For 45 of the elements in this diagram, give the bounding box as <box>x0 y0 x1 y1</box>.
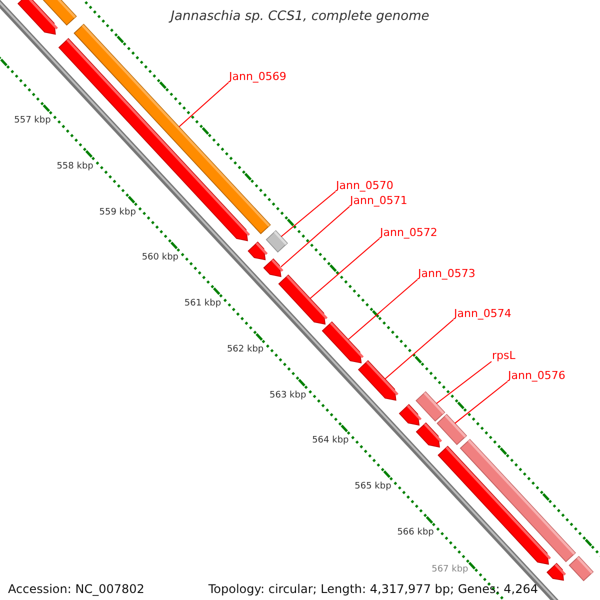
gene-label: Jann_0569 <box>229 70 286 83</box>
gene-feature <box>416 422 442 448</box>
leader-line <box>384 319 454 380</box>
leader-line <box>178 82 229 128</box>
gene-feature <box>248 242 268 260</box>
gene-feature <box>546 562 566 581</box>
gene-label: Jann_0571 <box>350 194 408 207</box>
scale-label: 559 kbp <box>99 207 136 218</box>
scale-label: 560 kbp <box>142 252 179 264</box>
gene-feature <box>568 556 594 582</box>
leader-line <box>436 361 492 404</box>
gene-label: Jann_0574 <box>454 307 512 320</box>
scale-label: 561 kbp <box>184 298 222 310</box>
leader-line <box>454 381 508 424</box>
gene-feature <box>278 274 328 325</box>
gene-label: rpsL <box>492 349 516 362</box>
scale-label: 566 kbp <box>397 527 434 538</box>
accession-text: Accession: NC_007802 <box>8 582 144 597</box>
scale-label: 558 kbp <box>56 161 94 172</box>
gene-label: Jann_0572 <box>380 226 438 239</box>
leader-line <box>280 206 350 268</box>
genome-summary-text: Topology: circular; Length: 4,317,977 bp; Genes: 4,264 <box>208 582 538 597</box>
gene-feature <box>398 404 422 426</box>
scale-label: 567 kbp <box>432 564 468 576</box>
gene-feature <box>322 321 364 364</box>
gene-feature <box>460 438 576 562</box>
gene-feature <box>266 230 288 253</box>
scale-label: 557 kbp <box>14 116 51 127</box>
gene-feature <box>358 360 398 401</box>
scale-label: 565 kbp <box>354 482 392 493</box>
gene-label: Jann_0573 <box>418 267 476 280</box>
gene-feature <box>17 0 58 35</box>
gene-label: Jann_0576 <box>508 369 566 382</box>
leader-line <box>280 191 336 238</box>
scale-label: 564 kbp <box>312 436 349 447</box>
scale-label: 563 kbp <box>270 390 306 402</box>
scale-label: 562 kbp <box>226 344 264 356</box>
map-title: Jannaschia sp. CCS1, complete genome <box>170 9 430 24</box>
leader-line <box>348 279 418 340</box>
gene-label: Jann_0570 <box>336 179 394 192</box>
leader-line <box>310 238 380 299</box>
gene-feature <box>263 258 284 278</box>
gene-feature <box>416 391 446 422</box>
gene-feature <box>40 0 77 26</box>
gene-feature <box>436 414 468 446</box>
